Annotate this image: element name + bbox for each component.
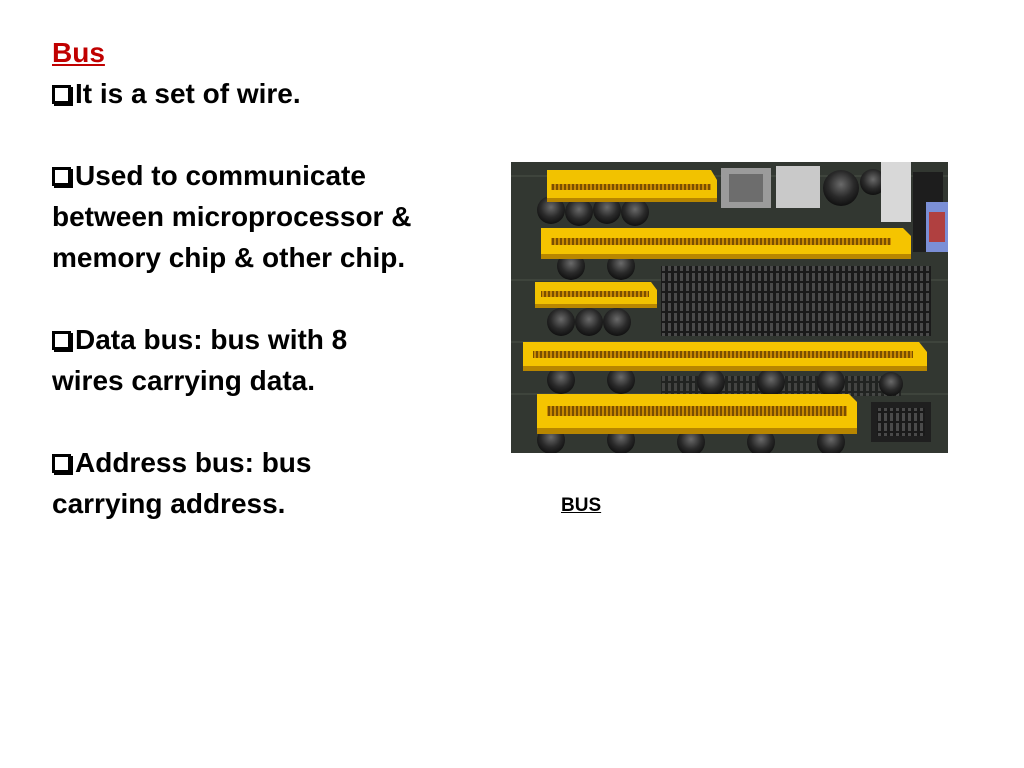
motherboard-expansion-slots-photo — [511, 162, 948, 453]
slide-title: Bus — [52, 37, 105, 68]
bullet-text: Data bus: bus with 8 wires carrying data… — [52, 324, 348, 396]
bullet-text: It is a set of wire. — [75, 78, 301, 109]
slide-text-block: Bus It is a set of wire. Used to communi… — [52, 32, 422, 524]
image-caption: BUS — [561, 495, 602, 516]
bullet-text: Address bus: bus carrying address. — [52, 447, 312, 519]
square-bullet-icon — [52, 167, 71, 186]
bullet-item: Used to communicate between microprocess… — [52, 155, 422, 278]
square-bullet-icon — [52, 85, 71, 104]
bullet-item: It is a set of wire. — [52, 73, 422, 114]
bullet-item: Data bus: bus with 8 wires carrying data… — [52, 319, 422, 401]
square-bullet-icon — [52, 454, 71, 473]
bullet-item: Address bus: bus carrying address. — [52, 442, 422, 524]
square-bullet-icon — [52, 331, 71, 350]
bullet-text: Used to communicate between microprocess… — [52, 160, 412, 273]
